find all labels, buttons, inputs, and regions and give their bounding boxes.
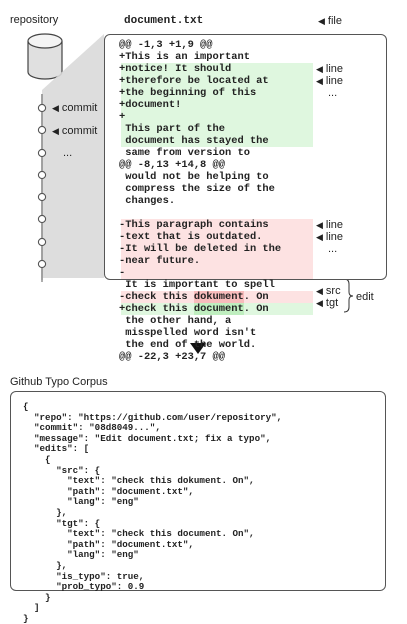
diagram-overlay: [37, 34, 354, 354]
typo-word: dokument: [193, 291, 244, 303]
diff-line: It is important to spell: [119, 279, 275, 291]
repository-icon: [27, 33, 63, 80]
diff-line: +: [119, 111, 126, 123]
diff-line: +the beginning of this: [119, 87, 257, 99]
line-label: ◀line: [316, 231, 344, 243]
diff-line: -It will be deleted in the: [119, 243, 282, 255]
left-arrow-icon: ◀: [318, 16, 325, 26]
down-arrow-icon: [190, 343, 206, 354]
left-arrow-icon: ◀: [52, 103, 59, 113]
line-label: ◀line: [316, 63, 344, 75]
diff-line: +document!: [119, 99, 182, 111]
corpus-title: Github Typo Corpus: [10, 376, 108, 388]
diff-line: +This is an important: [119, 51, 250, 63]
diff-line: would not be helping to: [119, 171, 269, 183]
diff-line: @@ -22,3 +23,7 @@: [119, 351, 226, 363]
diff-line: -This paragraph contains: [119, 219, 269, 231]
commit-label: ◀commit: [52, 125, 98, 137]
left-arrow-icon: ◀: [316, 64, 323, 74]
file-name: document.txt: [124, 15, 204, 27]
commit-node: [37, 148, 47, 158]
diff-line: same from version to: [119, 147, 250, 159]
left-arrow-icon: ◀: [316, 298, 323, 308]
diff-line: @@ -1,3 +1,9 @@: [119, 39, 213, 51]
diff-line: @@ -8,13 +14,8 @@: [119, 159, 226, 171]
file-label: ◀file: [318, 15, 342, 27]
commit-node: [37, 170, 47, 180]
diff-line: -near future.: [119, 255, 201, 267]
diff-line: -text that is outdated.: [119, 231, 263, 243]
callout-wedge: [42, 34, 104, 278]
fixed-word: document: [193, 303, 244, 315]
diff-line: +therefore be located at: [119, 75, 269, 87]
left-arrow-icon: ◀: [316, 232, 323, 242]
diff-line: This part of the: [119, 123, 226, 135]
left-arrow-icon: ◀: [316, 220, 323, 230]
more-label: ...: [328, 243, 338, 255]
diff-line: misspelled word isn't: [119, 327, 257, 339]
commit-node: [37, 214, 47, 224]
left-arrow-icon: ◀: [316, 286, 323, 296]
edit-tgt-line: +check this document. On: [119, 303, 269, 315]
json-record-panel: { "repo": "https://github.com/user/repos…: [10, 391, 386, 624]
commit-node: [37, 259, 47, 269]
diff-line: the end of the world.: [119, 339, 257, 351]
edit-bracket: [343, 278, 354, 313]
line-label: ◀line: [316, 75, 344, 87]
diff-line: the other hand, a: [119, 315, 232, 327]
src-label: ◀src: [316, 285, 341, 297]
diff-line: document has stayed the: [119, 135, 269, 147]
edit-src-line: -check this dokument. On: [119, 291, 269, 303]
left-arrow-icon: ◀: [316, 76, 323, 86]
diff-line: compress the size of the: [119, 183, 275, 195]
diff-line: changes.: [119, 195, 176, 207]
document-diff-panel: @@ -1,3 +1,9 @@+This is an important+not…: [104, 34, 387, 363]
edit-label: edit: [356, 291, 374, 303]
commit-label: ◀commit: [52, 102, 98, 114]
diff-line: -: [119, 267, 126, 279]
commit-node: [37, 103, 47, 113]
deleted-block: [121, 219, 313, 279]
commit-node: [37, 192, 47, 202]
json-record: { "repo": "https://github.com/user/repos…: [23, 401, 283, 624]
tgt-label: ◀tgt: [316, 297, 339, 309]
repository-label: repository: [10, 14, 59, 26]
commit-node: [37, 237, 47, 247]
commit-node: [37, 125, 47, 135]
more-label: ...: [328, 87, 338, 99]
diff-line: +notice! It should: [119, 63, 232, 75]
left-arrow-icon: ◀: [52, 126, 59, 136]
commit-more: ...: [63, 147, 73, 159]
added-block: [121, 63, 313, 147]
line-label: ◀line: [316, 219, 344, 231]
